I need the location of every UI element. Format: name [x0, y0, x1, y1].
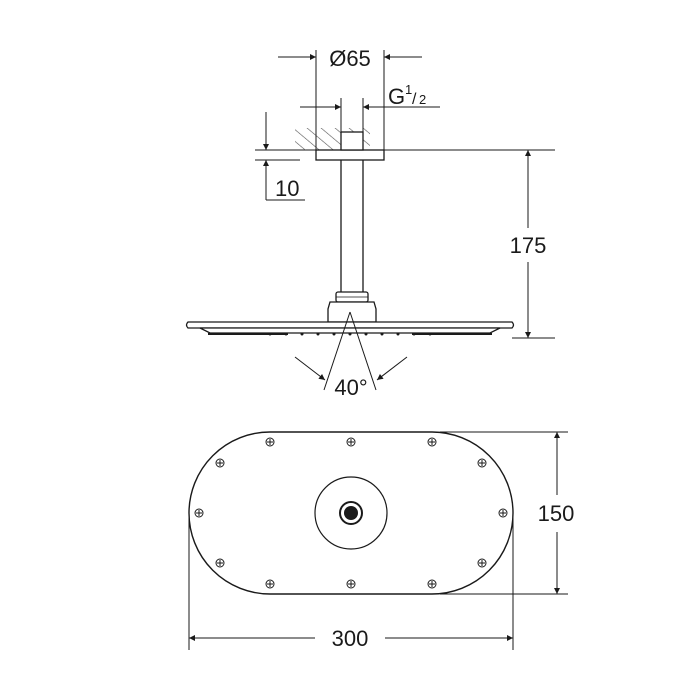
height-label: 175: [510, 233, 547, 258]
thread-numerator: 1: [405, 82, 412, 97]
depth-label: 150: [538, 501, 575, 526]
width-label: 300: [332, 626, 369, 651]
side-view: [185, 50, 555, 391]
screws: [194, 437, 508, 589]
spray-angle-label: 40°: [334, 375, 367, 400]
diameter-label: Ø65: [329, 46, 371, 71]
thread-denominator: 2: [419, 92, 426, 107]
thread-slash: /: [412, 91, 417, 108]
thread-label: G: [388, 84, 405, 109]
ceiling-offset-label: 10: [275, 176, 299, 201]
top-view: [188, 431, 568, 650]
center-flange: [314, 476, 388, 550]
center-connector: [344, 506, 358, 520]
